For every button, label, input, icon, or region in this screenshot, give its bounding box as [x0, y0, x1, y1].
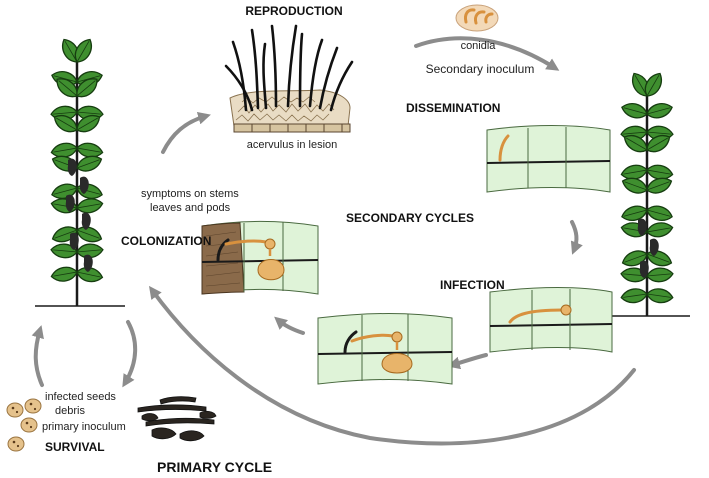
infected-seeds-caption: infected seeds: [45, 391, 116, 403]
infected-seeds: [6, 398, 42, 452]
soybean-plant-left: [35, 35, 125, 307]
symptoms-caption-line1: symptoms on stems: [141, 188, 239, 200]
arrow-infection-to-lesion: [447, 353, 488, 370]
arrow-lesion-to-colonization: [274, 316, 305, 335]
secondary-cycles-title: SECONDARY CYCLES: [346, 211, 474, 225]
secondary-inoculum-caption: Secondary inoculum: [426, 62, 535, 76]
primary-inoculum-caption: primary inoculum: [42, 421, 126, 433]
arrow-to-plant-right: [570, 220, 583, 255]
acervulus-caption: acervulus in lesion: [247, 139, 338, 151]
symptoms-caption-line2: leaves and pods: [150, 202, 231, 214]
arrow-to-reproduction: [161, 111, 211, 154]
dissemination-title: DISSEMINATION: [406, 101, 500, 115]
acervulus-illustration: [224, 24, 354, 133]
arrow-primary-loop: [148, 285, 636, 446]
primary-cycle-title: PRIMARY CYCLE: [157, 459, 272, 475]
dissemination-tissue: [486, 125, 611, 193]
soybean-plant-right: [608, 69, 690, 317]
plant-debris: [137, 396, 217, 442]
cycle-arrows: [31, 36, 636, 446]
conidia-illustration: [455, 4, 499, 32]
lesion-tissue: [317, 313, 453, 385]
infection-tissue: [489, 287, 613, 353]
debris-caption: debris: [55, 405, 85, 417]
colonization-title: COLONIZATION: [121, 234, 211, 248]
colonization-tissue: [201, 221, 319, 295]
arrow-to-survival: [122, 320, 138, 388]
arrow-to-dissemination: [414, 36, 560, 71]
infection-title: INFECTION: [440, 278, 505, 292]
reproduction-title: REPRODUCTION: [245, 4, 342, 18]
survival-title: SURVIVAL: [45, 440, 105, 454]
arrow-survival-to-plant: [31, 325, 44, 387]
conidia-caption: conidia: [461, 40, 497, 52]
